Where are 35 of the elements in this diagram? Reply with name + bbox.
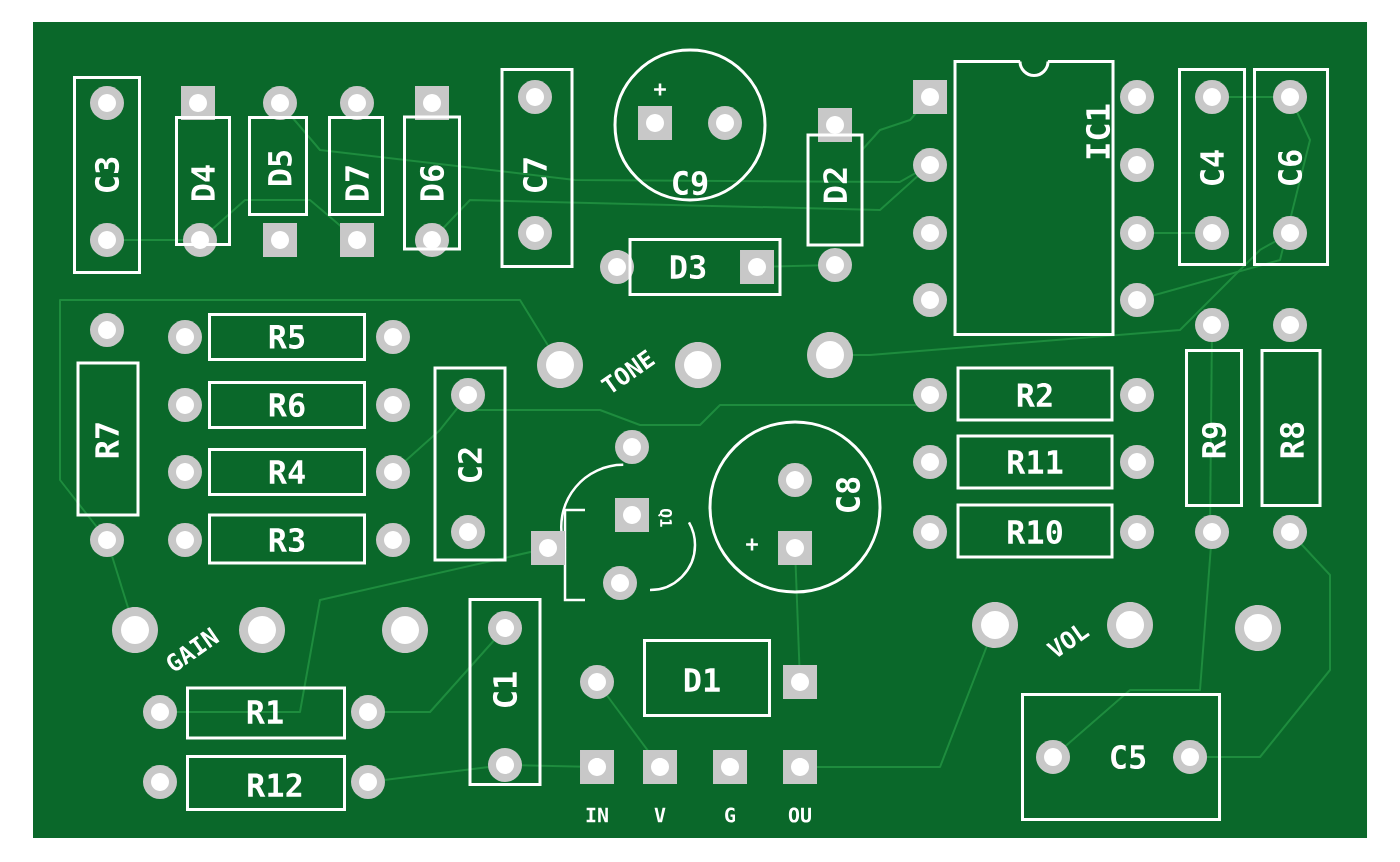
- component-outline: C2: [433, 366, 507, 562]
- component-outline: R2: [956, 366, 1114, 422]
- component-outline: R1: [186, 686, 346, 740]
- silkscreen-label: +: [654, 83, 666, 96]
- component-outline: R10: [956, 503, 1114, 559]
- component-outline: C4: [1178, 68, 1246, 266]
- component-outline: R7: [76, 361, 140, 517]
- component-outline: C7: [500, 68, 574, 268]
- component-outline: R9: [1185, 349, 1243, 507]
- component-outline: D5: [248, 116, 308, 216]
- component-outline: D7: [328, 116, 384, 216]
- component-outline: D4: [175, 116, 231, 246]
- silkscreen-label: IN: [586, 807, 608, 823]
- component-outline: C6: [1253, 68, 1329, 266]
- component-outline: IC1: [953, 59, 1115, 336]
- component-outline: D6: [403, 115, 461, 251]
- component-outline: C3: [73, 76, 141, 274]
- component-outline: C5: [1021, 693, 1221, 821]
- component-outline: R4: [208, 448, 366, 496]
- silkscreen-label: Q1: [657, 509, 673, 527]
- component-outline: R12: [186, 755, 346, 811]
- silkscreen-label: G: [725, 807, 735, 823]
- silkscreen-label: VOL: [1045, 625, 1090, 657]
- silkscreen-label: OU: [788, 807, 811, 823]
- component-outline: C1: [468, 598, 542, 786]
- component-outline: R8: [1260, 349, 1322, 507]
- silkscreen-label: V: [654, 807, 666, 823]
- component-outline: R11: [956, 434, 1114, 490]
- component-outline: R3: [208, 513, 366, 565]
- component-outline: D1: [643, 639, 771, 717]
- silkscreen-label: +: [746, 538, 758, 551]
- component-outline: R5: [208, 313, 366, 361]
- component-outline: R6: [208, 381, 366, 429]
- component-outline: D3: [628, 238, 782, 296]
- component-outline: D2: [806, 133, 864, 247]
